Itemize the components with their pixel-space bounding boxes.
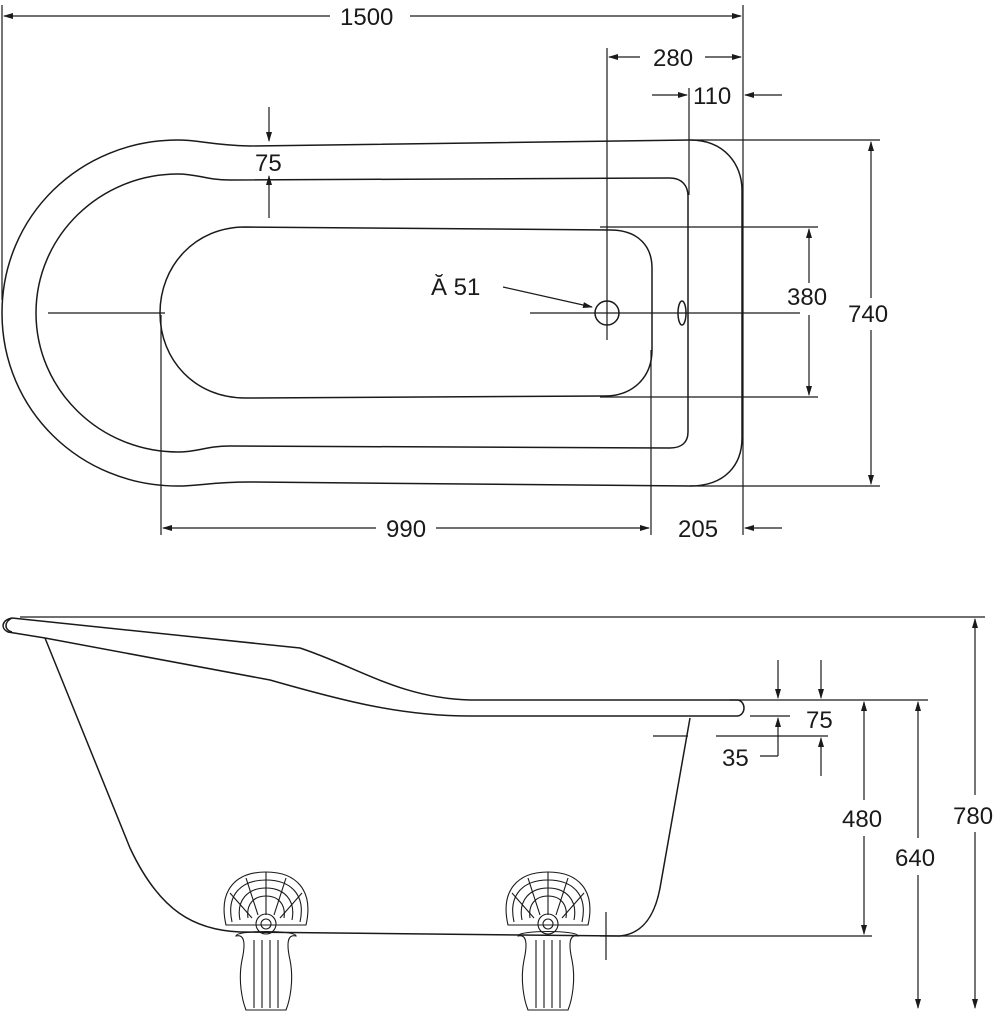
- overall-width-label: 740: [848, 301, 888, 328]
- rim-lip-label: 35: [722, 745, 749, 772]
- basin-length-label: 990: [386, 516, 426, 543]
- plan-view: Ă 51 1500 280 110 75 380: [1, 4, 888, 543]
- elevation-view: 75 35 480 640 780: [2, 616, 993, 1011]
- claw-foot-left-icon: [223, 871, 309, 1011]
- total-height-label: 780: [953, 803, 993, 830]
- tub-base: [239, 931, 621, 937]
- tub-body-left: [44, 637, 241, 933]
- tub-basin-bottom: [159, 226, 653, 399]
- rim-thickness-label: 75: [806, 707, 833, 734]
- overflow-icon: [677, 300, 687, 326]
- rim-width-label: 75: [255, 150, 282, 177]
- tub-body-right: [619, 717, 691, 937]
- rim-under-profile: [2, 617, 738, 717]
- overall-length-label: 1500: [340, 4, 393, 31]
- rim-head-end: [5, 617, 13, 633]
- claw-foot-right-icon: [505, 871, 591, 1011]
- basin-width-label: 380: [787, 284, 827, 311]
- waste-offset-label: 280: [653, 45, 693, 72]
- end-offset-label: 205: [678, 516, 718, 543]
- rim-top-profile: [11, 617, 745, 717]
- rim-height-label: 640: [895, 845, 935, 872]
- tub-body-height-label: 480: [842, 806, 882, 833]
- tub-outer-rim: [1, 139, 743, 487]
- overflow-offset-label: 110: [693, 83, 731, 110]
- waste-leader: [502, 286, 593, 308]
- waste-diameter-label: Ă 51: [431, 274, 480, 301]
- tub-inner-rim: [35, 173, 689, 453]
